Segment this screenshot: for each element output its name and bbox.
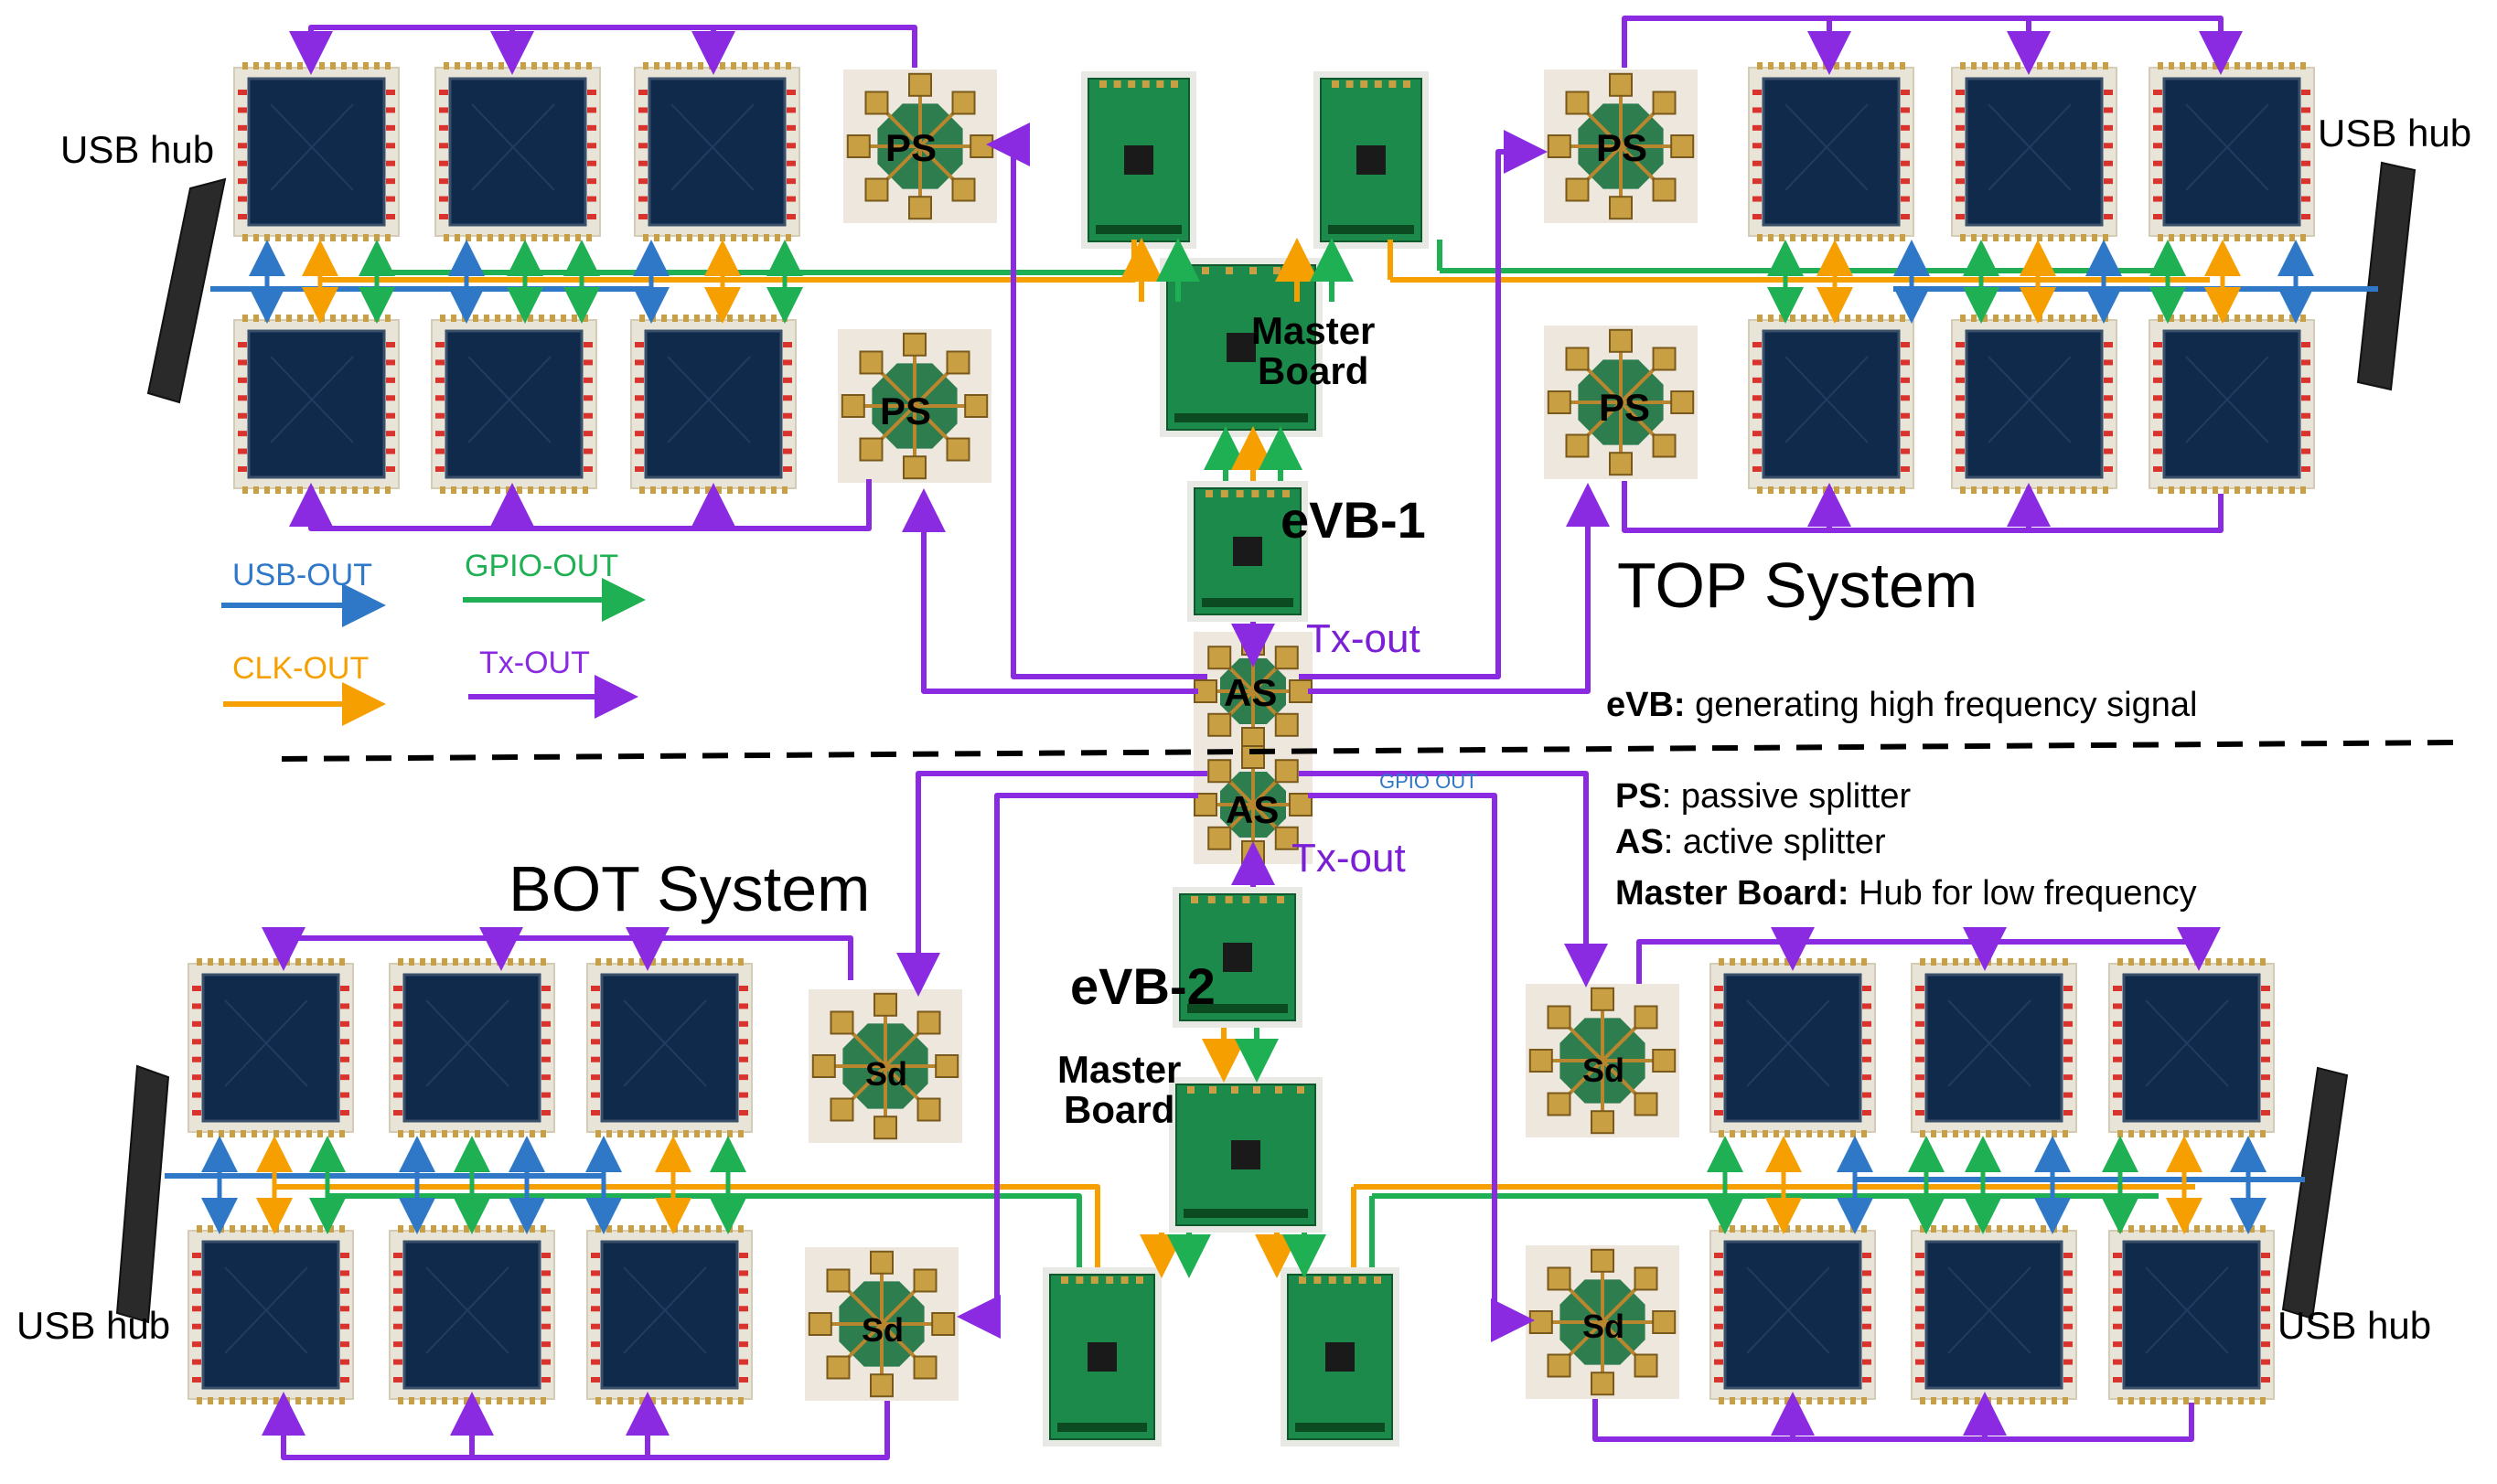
tx-as-ps-top-right-1 <box>1299 130 1548 679</box>
tx-as-sd-bot-left-2 <box>957 793 1198 1339</box>
tx-as-sd-bot-right-1 <box>1299 771 1608 988</box>
ps-top-left-2 <box>838 329 991 483</box>
module-top-right-upper-2 <box>1951 62 2117 241</box>
module-top-left-upper-2 <box>434 62 601 241</box>
tx-as-sd-bot-left-1 <box>896 771 1207 997</box>
pcb-top-1 <box>1081 71 1196 249</box>
module-top-right-lower-2 <box>1951 315 2117 494</box>
module-bot-right-lower-2 <box>1911 1225 2077 1404</box>
tx-as-ps-top-right-2 <box>1308 483 1610 694</box>
tx-as-ps-top-left-2 <box>902 488 1198 694</box>
module-bot-left-lower-2 <box>389 1225 555 1404</box>
module-bot-right-lower-3 <box>2108 1225 2275 1404</box>
pcb-bottom-1 <box>1043 1267 1162 1447</box>
module-top-right-upper-1 <box>1748 62 1914 241</box>
ps-top-left-1 <box>843 69 997 223</box>
tx-as-sd-bot-right-2 <box>1308 793 1535 1342</box>
pcb-top-2 <box>1313 71 1429 249</box>
module-bot-right-upper-3 <box>2108 958 2275 1137</box>
pcb-boards <box>1043 71 1429 1447</box>
evb2-board <box>1173 887 1302 1028</box>
ps-top-right-1 <box>1544 69 1698 223</box>
tx-top-right-lower-bus <box>1622 481 2224 533</box>
signal-lines <box>165 16 2458 1460</box>
module-bot-right-upper-2 <box>1911 958 2077 1137</box>
splitters <box>805 69 1698 1401</box>
tx-bot-right-lower-bus <box>1592 1399 2194 1442</box>
tx-bot-left-lower-bus <box>281 1401 890 1460</box>
module-bot-right-upper-1 <box>1709 958 1876 1137</box>
phased-array-modules <box>188 62 2315 1404</box>
module-bot-right-lower-1 <box>1709 1225 1876 1404</box>
sd-bottom-left-2 <box>805 1247 959 1401</box>
gpio-bus-bot-left <box>329 1193 1082 1267</box>
usb-hub-bottom-left <box>115 1064 170 1324</box>
evb1-board <box>1187 481 1308 622</box>
system-separator <box>281 740 2458 762</box>
usb-hub-bottom-right <box>2281 1066 2349 1320</box>
module-bot-left-lower-1 <box>188 1225 354 1404</box>
master-board-top <box>1160 258 1323 437</box>
as-bottom <box>1194 745 1313 864</box>
module-bot-left-upper-2 <box>389 958 555 1137</box>
tx-top-right-upper-bus <box>1622 16 2224 68</box>
module-top-left-lower-1 <box>233 315 400 494</box>
usb-hubs <box>115 161 2417 1324</box>
usb-hub-top-right <box>2356 161 2417 391</box>
tx-as-ps-top-left-1 <box>986 123 1207 679</box>
legend-arrows <box>221 578 646 726</box>
clk-bus-bot-left <box>274 1184 1100 1267</box>
module-top-left-upper-1 <box>233 62 400 241</box>
module-top-left-upper-3 <box>634 62 800 241</box>
ps-top-right-2 <box>1544 326 1698 479</box>
master-board-bottom <box>1169 1077 1323 1233</box>
tx-top-left-upper-bus <box>308 25 917 68</box>
module-bot-left-upper-1 <box>188 958 354 1137</box>
module-bot-left-upper-3 <box>586 958 753 1137</box>
usb-hub-top-left <box>146 177 227 404</box>
sd-bottom-left-1 <box>809 989 962 1143</box>
module-top-left-lower-2 <box>431 315 597 494</box>
sd-bottom-right-1 <box>1526 984 1679 1137</box>
pcb-bottom-2 <box>1281 1267 1399 1447</box>
sd-bottom-right-2 <box>1526 1245 1679 1399</box>
module-top-left-lower-3 <box>630 315 797 494</box>
module-bot-left-lower-3 <box>586 1225 753 1404</box>
tx-bot-left-upper-bus <box>281 935 853 980</box>
module-top-right-lower-1 <box>1748 315 1914 494</box>
module-top-right-lower-3 <box>2149 315 2315 494</box>
module-top-right-upper-3 <box>2149 62 2315 241</box>
